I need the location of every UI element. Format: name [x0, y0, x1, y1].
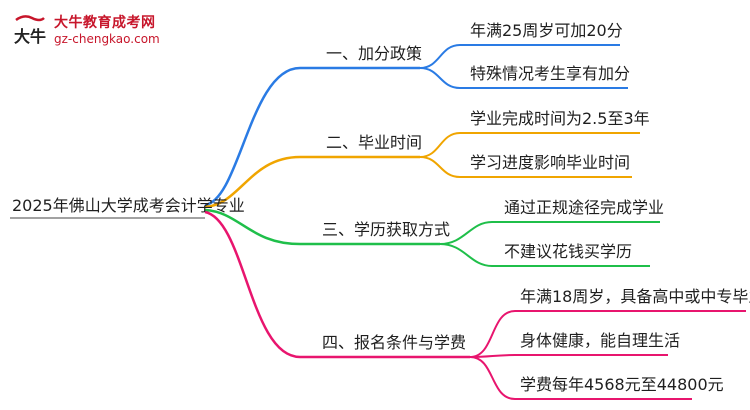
branch-1-child-2-connector [419, 67, 461, 89]
logo-mark-icon: 大牛 [14, 15, 46, 46]
branch-2-child-1[interactable]: 学业完成时间为2.5至3年 [470, 109, 650, 128]
branch-3-child-2[interactable]: 不建议花钱买学历 [504, 242, 633, 261]
branch-2-child-2-connector [419, 156, 461, 178]
branch-3-child-1[interactable]: 通过正规途径完成学业 [504, 198, 665, 217]
branch-4-child-1[interactable]: 年满18周岁，具备高中或中专毕业证 [520, 287, 750, 306]
root-topic[interactable]: 2025年佛山大学成考会计学专业 [12, 196, 245, 215]
logo-title: 大牛教育成考网 [54, 15, 156, 31]
branch-3-connector [204, 208, 301, 246]
branch-3-child-2-connector [439, 243, 493, 267]
branch-2-child-1-connector [419, 132, 461, 158]
site-logo[interactable]: 大牛 大牛教育成考网 gz-chengkao.com [8, 12, 178, 56]
branch-1-child-1[interactable]: 年满25周岁可加20分 [470, 21, 623, 40]
branch-4-topic[interactable]: 四、报名条件与学费 [322, 333, 467, 352]
branch-2-connector [204, 155, 301, 209]
branch-1-child-2[interactable]: 特殊情况考生享有加分 [470, 64, 631, 83]
branch-3-topic[interactable]: 三、学历获取方式 [322, 220, 451, 239]
branch-1-connector [204, 66, 301, 207]
logo-mark-text: 大牛 [14, 27, 46, 46]
branch-4-connector [204, 210, 301, 359]
branch-3-child-1-connector [439, 221, 493, 245]
branch-4-child-3-connector [469, 356, 516, 400]
logo-url: gz-chengkao.com [54, 32, 160, 46]
branch-2-topic[interactable]: 二、毕业时间 [326, 133, 423, 152]
branch-1-topic[interactable]: 一、加分政策 [326, 44, 423, 63]
branch-4-child-1-connector [469, 310, 516, 358]
branch-2-child-2[interactable]: 学习进度影响毕业时间 [470, 153, 631, 172]
branch-1-child-1-connector [419, 44, 461, 69]
branch-4-child-3[interactable]: 学费每年4568元至44800元 [520, 375, 724, 394]
branch-4-child-2[interactable]: 身体健康，能自理生活 [520, 331, 681, 350]
